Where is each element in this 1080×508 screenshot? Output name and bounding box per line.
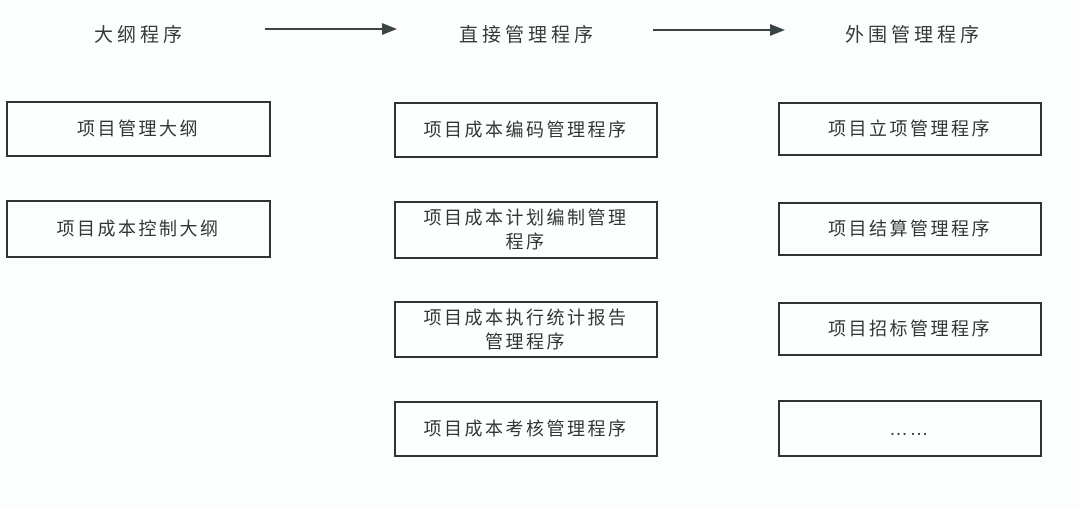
box-project-initiation-procedure: 项目立项管理程序 <box>778 102 1042 156</box>
box-ellipsis-more-procedures: …… <box>778 400 1042 457</box>
box-project-cost-control-outline: 项目成本控制大纲 <box>6 200 271 258</box>
box-cost-coding-procedure: 项目成本编码管理程序 <box>394 102 658 158</box>
column-header-outline-programs: 大纲程序 <box>93 25 186 46</box>
box-cost-plan-compilation-procedure: 项目成本计划编制管理程序 <box>394 201 658 259</box>
box-project-settlement-procedure: 项目结算管理程序 <box>778 202 1042 256</box>
column-header-peripheral-management: 外围管理程序 <box>844 25 983 46</box>
box-cost-assessment-procedure: 项目成本考核管理程序 <box>394 401 658 457</box>
arrow-right-icon <box>653 24 785 36</box>
box-project-management-outline: 项目管理大纲 <box>6 101 271 157</box>
column-header-direct-management: 直接管理程序 <box>458 25 597 46</box>
box-cost-execution-report-procedure: 项目成本执行统计报告管理程序 <box>394 301 658 358</box>
box-project-bidding-procedure: 项目招标管理程序 <box>778 302 1042 356</box>
arrow-right-icon <box>265 23 397 35</box>
